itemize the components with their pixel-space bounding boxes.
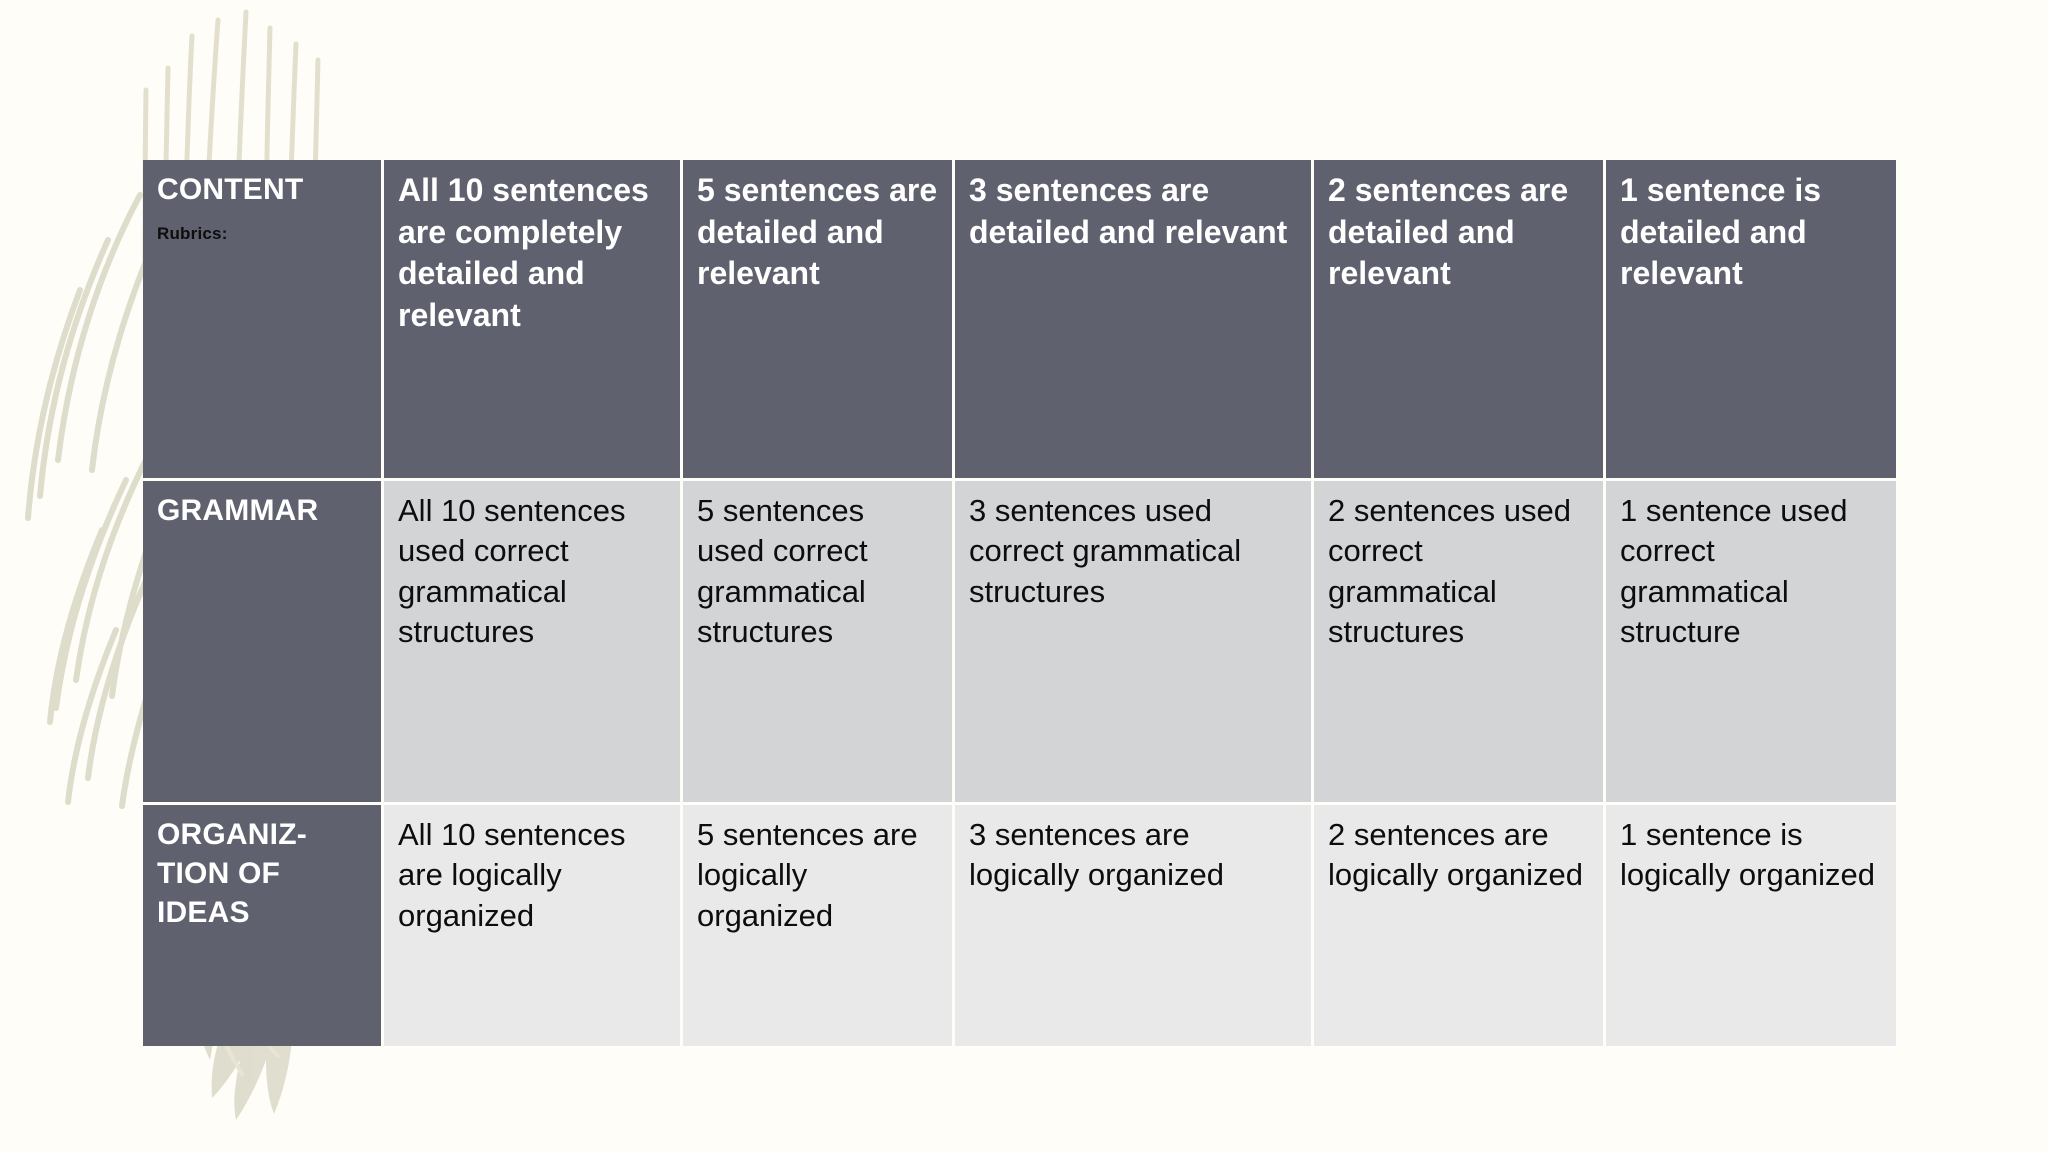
cell-organization-level-5: 1 sentence is logically organized	[1606, 805, 1896, 1046]
table-row-grammar: GRAMMAR All 10 sentences used correct gr…	[143, 481, 1896, 805]
cell-content-level-2: 5 sentences are detailed and relevant	[683, 160, 955, 481]
cell-content-level-4: 2 sentences are detailed and relevant	[1314, 160, 1606, 481]
criterion-cell-grammar: GRAMMAR	[143, 481, 384, 805]
cell-grammar-level-4: 2 sentences used correct grammatical str…	[1314, 481, 1606, 805]
rubric-table-container: CONTENT Rubrics: All 10 sentences are co…	[143, 160, 1896, 1046]
cell-organization-level-1: All 10 sentences are logically organized	[384, 805, 683, 1046]
cell-content-level-5: 1 sentence is detailed and relevant	[1606, 160, 1896, 481]
cell-grammar-level-3: 3 sentences used correct grammatical str…	[955, 481, 1314, 805]
cell-grammar-level-5: 1 sentence used correct grammatical stru…	[1606, 481, 1896, 805]
criterion-label-content: CONTENT	[157, 173, 304, 206]
cell-content-level-3: 3 sentences are detailed and relevant	[955, 160, 1314, 481]
criterion-cell-content: CONTENT Rubrics:	[143, 160, 384, 481]
table-row-content: CONTENT Rubrics: All 10 sentences are co…	[143, 160, 1896, 481]
criterion-label-grammar: GRAMMAR	[157, 494, 319, 527]
cell-grammar-level-2: 5 sentences used correct grammatical str…	[683, 481, 955, 805]
table-row-organization-of-ideas: ORGANIZ-TION OF IDEAS All 10 sentences a…	[143, 805, 1896, 1046]
rubrics-sub-label: Rubrics:	[157, 224, 228, 243]
cell-grammar-level-1: All 10 sentences used correct grammatica…	[384, 481, 683, 805]
cell-organization-level-4: 2 sentences are logically organized	[1314, 805, 1606, 1046]
criterion-label-organization-of-ideas: ORGANIZ-TION OF IDEAS	[157, 818, 307, 929]
cell-organization-level-3: 3 sentences are logically organized	[955, 805, 1314, 1046]
criterion-cell-organization-of-ideas: ORGANIZ-TION OF IDEAS	[143, 805, 384, 1046]
rubric-table: CONTENT Rubrics: All 10 sentences are co…	[143, 160, 1896, 1046]
cell-content-level-1: All 10 sentences are completely detailed…	[384, 160, 683, 481]
cell-organization-level-2: 5 sentences are logically organized	[683, 805, 955, 1046]
